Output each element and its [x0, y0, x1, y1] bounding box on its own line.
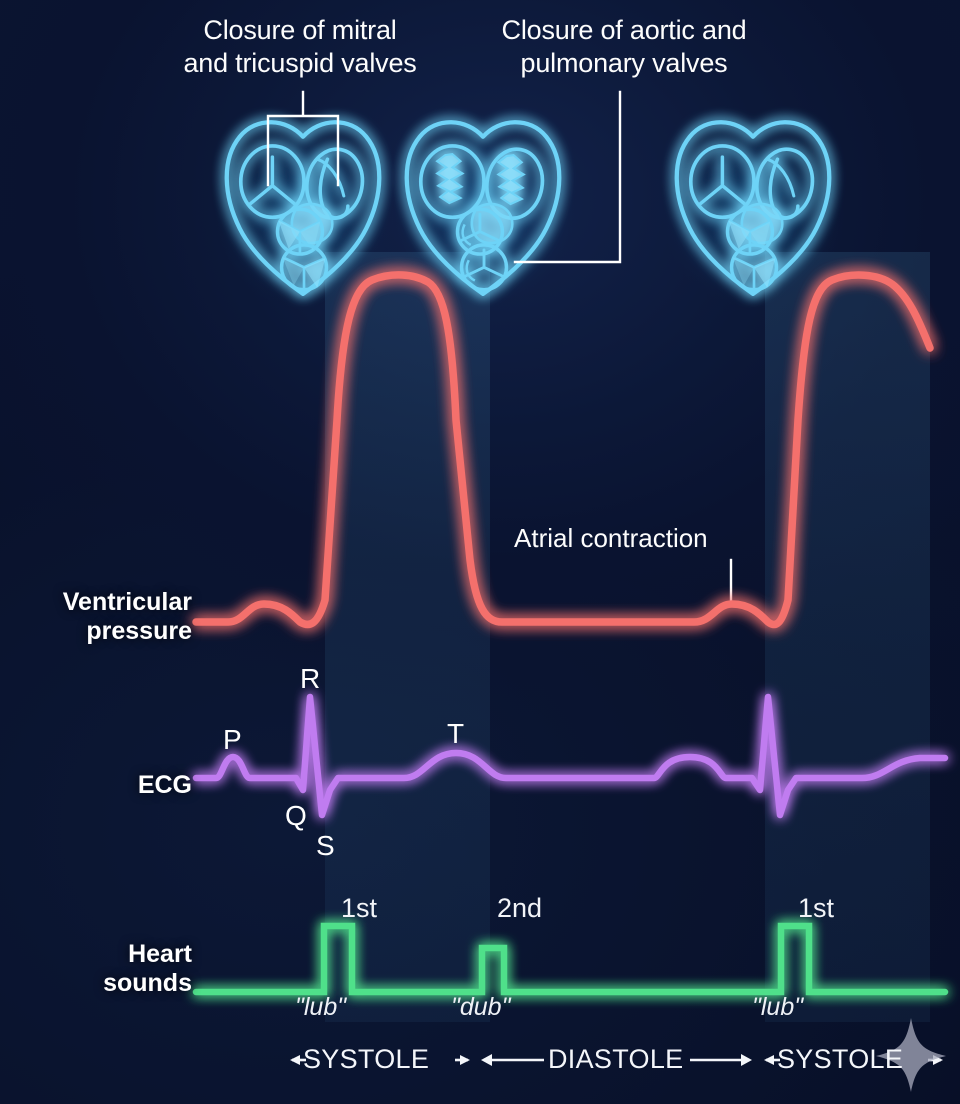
arrow-systole-1-right	[455, 1055, 470, 1065]
axis-label-ventricular-pressure-line1: Ventricular	[62, 588, 192, 616]
axis-label-heart-sounds-line2: sounds	[103, 969, 192, 997]
arrow-diastole-left	[481, 1054, 544, 1066]
axis-label-ventricular-pressure-line2: pressure	[86, 617, 192, 645]
leader-mitral-tricuspid	[266, 90, 340, 187]
phase-arrows	[290, 1054, 943, 1066]
heart-sounds-trace	[192, 922, 949, 996]
annotation-aortic-pulmonary: Closure of aortic and pulmonary valves	[468, 14, 780, 80]
axis-label-heart-sounds: Heart sounds	[0, 940, 192, 998]
ventricular-pressure-trace	[192, 271, 934, 629]
heart-sound-ordinal-3: 1st	[798, 893, 835, 923]
arrow-systole-1-left	[290, 1055, 306, 1065]
phase-label-systole-1: SYSTOLE	[303, 1044, 430, 1074]
ecg-wave-label-p: P	[223, 724, 242, 755]
arrow-diastole-right	[690, 1054, 752, 1066]
ecg-wave-label-r: R	[300, 663, 321, 694]
leader-aortic-pulmonary	[513, 90, 622, 264]
heart-sound-ordinal-1: 1st	[341, 893, 378, 923]
arrow-systole-2-left	[764, 1055, 780, 1065]
heart-sound-word-1: "lub"	[295, 993, 347, 1021]
phase-label-systole-2: SYSTOLE	[777, 1044, 904, 1074]
heart-sound-word-2: "dub"	[451, 993, 511, 1021]
annotation-atrial-contraction: Atrial contraction	[514, 523, 708, 553]
ecg-wave-label-q: Q	[285, 800, 307, 831]
axis-label-heart-sounds-line1: Heart	[128, 940, 192, 968]
heart-icons-group	[211, 112, 845, 308]
heart-sound-ordinal-2: 2nd	[497, 893, 543, 923]
phase-label-diastole: DIASTOLE	[548, 1044, 684, 1074]
annotation-aortic-pulmonary-line1: Closure of aortic and	[501, 15, 747, 45]
ecg-trace	[192, 693, 949, 819]
watermark-star-icon	[876, 1018, 946, 1092]
annotation-mitral-tricuspid-line2: and tricuspid valves	[183, 48, 417, 78]
annotation-mitral-tricuspid: Closure of mitral and tricuspid valves	[150, 14, 450, 80]
axis-label-ecg: ECG	[137, 771, 192, 799]
ecg-wave-label-t: T	[447, 718, 465, 749]
annotation-mitral-tricuspid-line1: Closure of mitral	[203, 15, 397, 45]
ecg-wave-label-s: S	[316, 830, 335, 861]
axis-label-ventricular-pressure: Ventricular pressure	[0, 588, 192, 646]
leader-lines	[266, 90, 733, 606]
annotation-aortic-pulmonary-line2: pulmonary valves	[520, 48, 728, 78]
heart-sound-word-3: "lub"	[752, 993, 804, 1021]
